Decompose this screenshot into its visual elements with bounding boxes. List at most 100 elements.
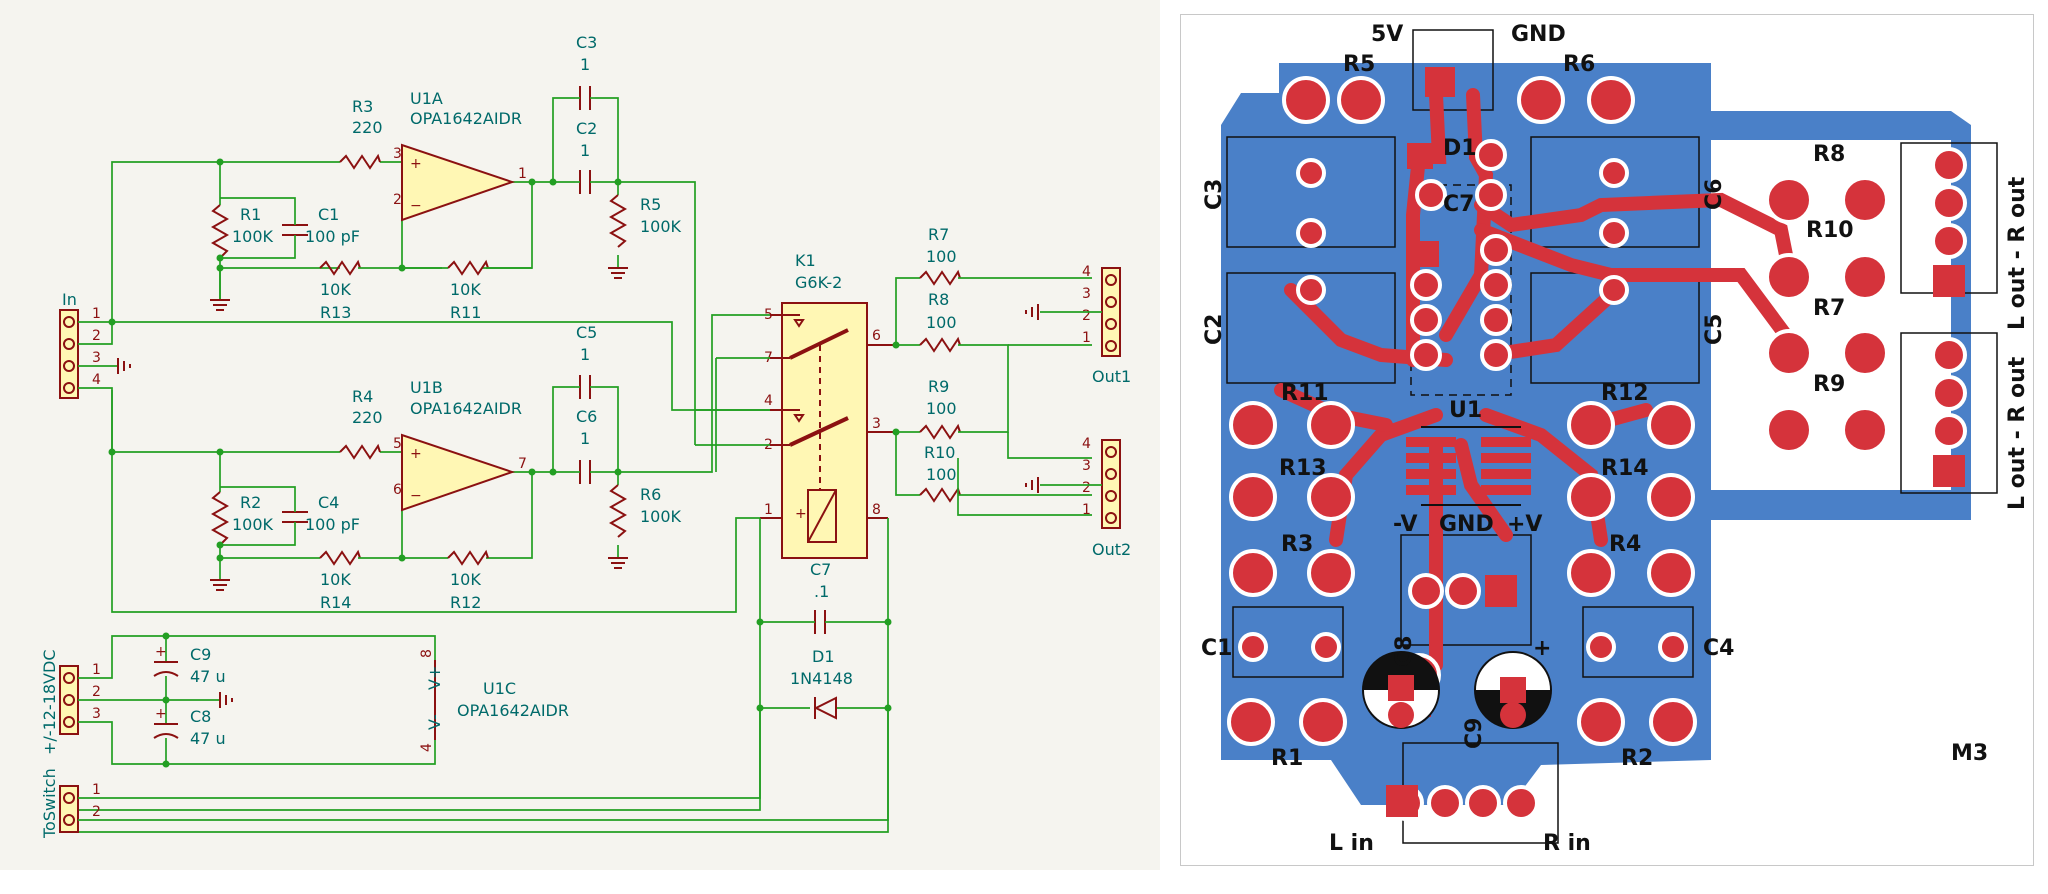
capacitor-c1	[282, 212, 308, 248]
svg-text:C9: C9	[190, 645, 211, 664]
wire	[111, 161, 340, 322]
connector-out2	[1101, 439, 1121, 529]
connector-in	[59, 309, 79, 399]
capacitor-c8-footprint	[1362, 651, 1440, 729]
label-neg-v: -V	[1393, 512, 1418, 537]
svg-text:V+: V+	[425, 666, 444, 690]
wire	[220, 197, 296, 212]
svg-text:1: 1	[580, 429, 590, 448]
svg-text:C6: C6	[576, 407, 597, 426]
svg-text:C4: C4	[1703, 636, 1734, 661]
svg-text:R13: R13	[320, 303, 351, 322]
svg-text:+: +	[1533, 636, 1551, 661]
capacitor-c8	[153, 723, 179, 739]
svg-text:+: +	[155, 644, 167, 660]
svg-text:R9: R9	[928, 377, 949, 396]
svg-text:220: 220	[352, 118, 383, 137]
svg-text:5: 5	[393, 436, 402, 452]
svg-text:R6: R6	[1563, 52, 1595, 77]
svg-text:R11: R11	[450, 303, 481, 322]
svg-text:R8: R8	[928, 290, 949, 309]
wire	[595, 181, 770, 411]
u1a-value: OPA1642AIDR	[410, 109, 522, 128]
svg-text:R3: R3	[1281, 532, 1313, 557]
svg-text:10K: 10K	[320, 280, 351, 299]
svg-text:1: 1	[92, 662, 101, 678]
svg-text:C7: C7	[1443, 192, 1474, 217]
capacitor-c2	[575, 170, 595, 194]
wire	[220, 248, 296, 259]
u1c-ref: U1C	[483, 679, 516, 698]
svg-text:100K: 100K	[640, 507, 682, 526]
svg-text:1: 1	[764, 502, 773, 518]
svg-text:D1: D1	[1443, 136, 1477, 161]
resistor-r1	[210, 204, 230, 259]
svg-text:+: +	[795, 506, 807, 522]
u1-pads	[1406, 437, 1531, 495]
u1b-value: OPA1642AIDR	[410, 399, 522, 418]
resistor-r6	[608, 484, 628, 538]
svg-text:6: 6	[393, 482, 402, 498]
svg-text:220: 220	[352, 408, 383, 427]
k1-ref: K1	[795, 251, 816, 270]
svg-text:100K: 100K	[232, 515, 274, 534]
svg-text:1: 1	[580, 55, 590, 74]
schematic-panel: + − U1A OPA1642AIDR 3 2 1 R3 220 R1 100K…	[0, 0, 1160, 870]
svg-text:R1: R1	[240, 205, 261, 224]
svg-text:+: +	[410, 446, 422, 462]
svg-text:4: 4	[1082, 264, 1091, 280]
svg-text:2: 2	[393, 192, 402, 208]
svg-text:100K: 100K	[232, 227, 274, 246]
svg-text:10K: 10K	[450, 570, 481, 589]
svg-text:V-: V-	[425, 714, 444, 730]
svg-text:R13: R13	[1279, 456, 1327, 481]
svg-text:R14: R14	[1601, 456, 1649, 481]
k1-value: G6K-2	[795, 273, 842, 292]
wire	[482, 182, 533, 269]
svg-text:3: 3	[1082, 286, 1091, 302]
svg-text:C8: C8	[1392, 636, 1417, 667]
capacitor-c6	[575, 460, 595, 484]
svg-text:R5: R5	[640, 195, 661, 214]
svg-text:100: 100	[926, 399, 957, 418]
svg-text:R2: R2	[240, 493, 261, 512]
resistor-r8	[919, 336, 961, 353]
svg-text:−: −	[410, 198, 422, 214]
capacitor-c7	[810, 610, 830, 634]
svg-text:R6: R6	[640, 485, 661, 504]
svg-text:6: 6	[872, 328, 881, 344]
svg-text:8: 8	[872, 502, 881, 518]
svg-text:4: 4	[419, 743, 435, 752]
svg-text:R5: R5	[1343, 52, 1375, 77]
resistor-r5	[608, 194, 628, 248]
pads	[1227, 76, 1967, 821]
connector-toswitch	[59, 785, 79, 833]
svg-text:47 u: 47 u	[190, 729, 226, 748]
svg-text:+: +	[155, 706, 167, 722]
svg-text:100: 100	[926, 313, 957, 332]
svg-text:C3: C3	[576, 33, 597, 52]
capacitor-c5	[575, 375, 595, 399]
resistor-r11	[447, 259, 489, 276]
svg-text:1: 1	[518, 166, 527, 182]
svg-text:1N4148: 1N4148	[790, 669, 853, 688]
svg-text:100 pF: 100 pF	[305, 515, 360, 534]
wire	[595, 97, 619, 182]
connector-out1	[1101, 267, 1121, 357]
resistor-r13	[319, 259, 361, 276]
svg-text:C1: C1	[318, 205, 339, 224]
label-l-out-r-out-2: L out - R out	[2005, 356, 2030, 510]
resistor-r10	[919, 486, 961, 503]
resistor-r2	[210, 491, 230, 546]
svg-text:U1: U1	[1449, 398, 1482, 423]
svg-text:10K: 10K	[320, 570, 351, 589]
toswitch-label: ToSwitch	[40, 768, 59, 839]
svg-text:C2: C2	[1202, 314, 1227, 345]
svg-text:C1: C1	[1201, 636, 1232, 661]
svg-text:2: 2	[92, 328, 101, 344]
svg-text:R4: R4	[1609, 532, 1641, 557]
svg-text:+: +	[410, 156, 422, 172]
resistor-r12	[447, 549, 489, 566]
resistor-r7	[919, 269, 961, 286]
opamp-u1a	[401, 143, 516, 222]
